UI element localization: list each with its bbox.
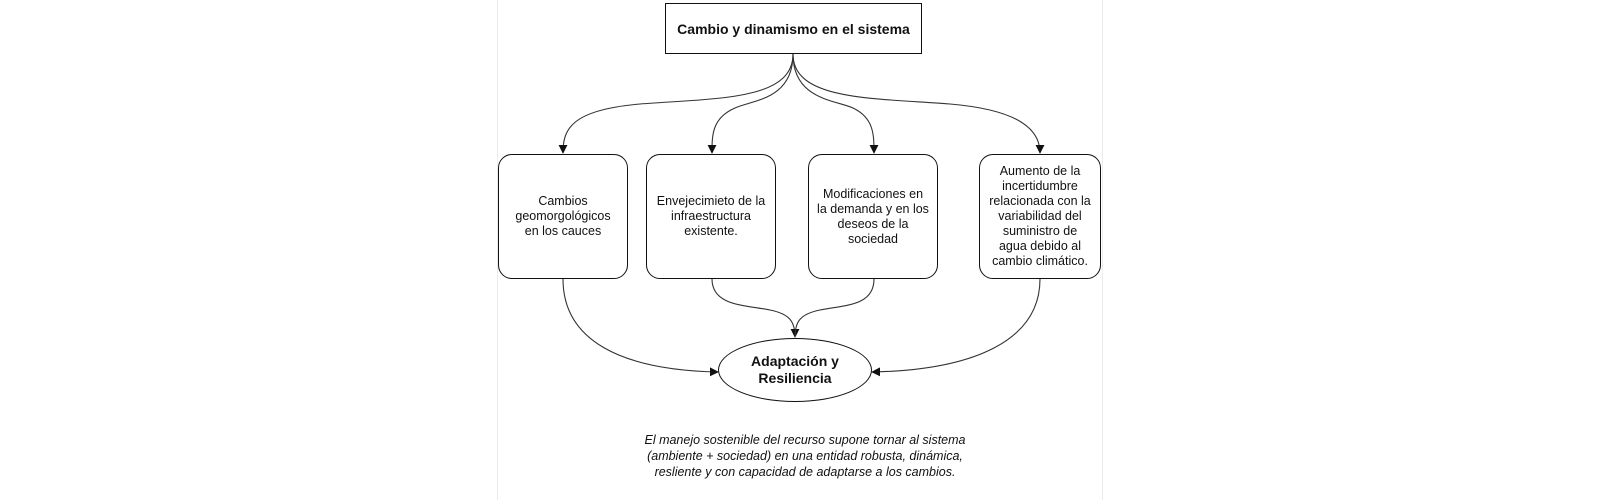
caption-text: El manejo sostenible del recurso supone … (644, 433, 966, 479)
connector-card-4-to-result (871, 278, 1041, 377)
connector-top-to-card-2 (707, 53, 794, 154)
card-uncertainty: Aumento de la incertidumbre relacionada … (979, 154, 1101, 279)
connector-card-2-to-result (711, 278, 800, 338)
page-edge-left (497, 0, 498, 500)
adaptation-resilience-ellipse: Adaptación y Resiliencia (718, 338, 872, 402)
card-infrastructure: Envejecimieto de la infraestructura exis… (646, 154, 776, 279)
connector-top-to-card-1 (558, 53, 794, 154)
connector-card-3-to-result (794, 278, 875, 338)
card-demand: Modificaciones en la demanda y en los de… (808, 154, 938, 279)
card-geomorphology: Cambios geomorgológicos en los cauces (498, 154, 628, 279)
connector-card-1-to-result (562, 278, 719, 377)
connector-top-to-card-3 (792, 53, 879, 154)
connector-top-to-card-4 (792, 53, 1045, 154)
system-change-box: Cambio y dinamismo en el sistema (665, 3, 922, 54)
page-edge-right (1102, 0, 1103, 500)
